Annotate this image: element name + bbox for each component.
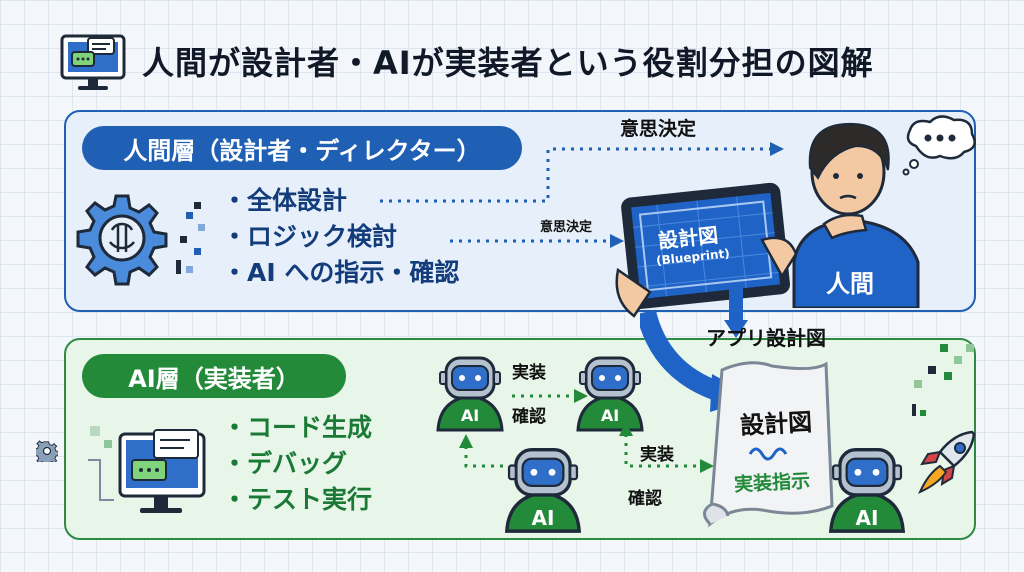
decision-label-mid: 意思決定: [540, 220, 593, 235]
task-item: コード生成: [222, 410, 372, 446]
small-gear-icon: [36, 440, 58, 462]
robot-label: AI: [531, 506, 555, 530]
task-item: デバッグ: [222, 446, 372, 482]
page-title: 人間が設計者・AIが実装者という役割分担の図解: [142, 44, 874, 82]
confirm-label: 確認: [512, 407, 546, 427]
ai-task-list: コード生成 デバッグ テスト実行: [222, 410, 372, 518]
person-icon: [792, 122, 920, 308]
scroll-title: 設計図: [739, 408, 813, 440]
human-task-list: 全体設計 ロジック検討 AI への指示・確認: [222, 183, 459, 291]
robot-ai-3: AI: [500, 440, 586, 534]
ai-flow-arrows: [459, 389, 714, 473]
pixel-dots-decoration: [912, 344, 974, 416]
app-blueprint-label: アプリ設計図: [706, 326, 826, 350]
thought-bubble-icon: [902, 115, 976, 176]
robot-ai-1: AI: [432, 350, 508, 432]
rocket-icon: [918, 430, 976, 494]
human-label: 人間: [826, 270, 874, 298]
robot-label: AI: [460, 406, 480, 425]
implement-label: 実装: [512, 363, 546, 383]
robot-ai-4: AI: [824, 440, 910, 534]
pixel-dots-decoration: [176, 202, 205, 274]
task-item: AI への指示・確認: [222, 255, 459, 291]
robot-label: AI: [600, 406, 620, 425]
ai-layer-heading: AI層（実装者）: [82, 354, 346, 398]
robot-ai-2: AI: [572, 350, 648, 432]
implement-label: 実装: [640, 445, 674, 465]
human-flow-arrows: [380, 142, 784, 248]
robot-label: AI: [855, 506, 879, 530]
monitor-chat-icon: [60, 34, 126, 90]
human-layer-heading: 人間層（設計者・ディレクター）: [82, 126, 522, 170]
task-item: テスト実行: [222, 482, 372, 518]
blueprint-tablet-icon: [615, 182, 798, 318]
task-item: ロジック検討: [222, 219, 459, 255]
task-item: 全体設計: [222, 183, 459, 219]
decision-label-top: 意思決定: [620, 118, 697, 140]
confirm-label: 確認: [628, 489, 662, 509]
scroll-subtitle: 実装指示: [733, 470, 811, 496]
scroll-icon: [703, 361, 834, 528]
monitor-chat-icon: [88, 426, 206, 513]
gear-brain-icon: [76, 194, 168, 286]
